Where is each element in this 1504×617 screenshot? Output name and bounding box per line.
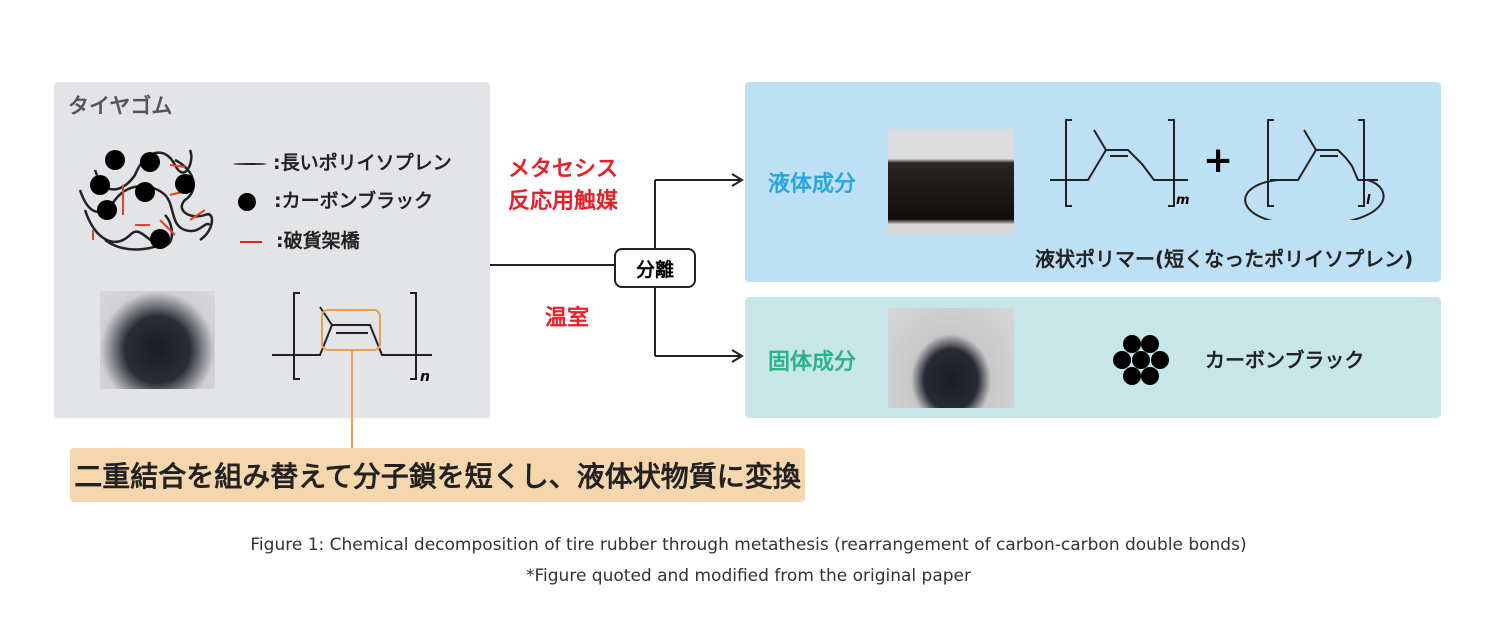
solid-title: 固体成分 [768,350,857,375]
liquid-polymer-structures: m + l [1050,119,1385,220]
subscript-m: m [1176,193,1190,208]
polyisoprene-structure: n [272,292,432,385]
wavy-line-icon [233,162,267,165]
red-line-icon [240,240,262,243]
legend-carbon-black: :カーボンブラック [238,186,433,213]
legend-crosslink: :破貨架橋 [240,226,360,253]
separation-box: 分離 [614,248,696,288]
carbon-black-label: カーボンブラック [1205,348,1365,372]
summary-banner: 二重結合を組み替えて分子鎖を短くし、液体状物質に変換 [70,448,805,502]
figure-note: *Figure quoted and modified from the ori… [526,566,971,586]
black-dot-icon [238,192,256,211]
liquid-polymer-caption: 液状ポリマー(短くなったポリイソプレン) [1035,247,1414,271]
tire-rubber-title: タイヤゴム [68,94,173,118]
liquid-title: 液体成分 [768,172,857,197]
legend-polyisoprene: :長いポリイソプレン [233,148,452,175]
catalyst-label: メタセシス 反応用触媒 [508,157,619,214]
tire-rubber-photo [100,291,215,389]
liquid-photo [888,129,1014,235]
condition-label: 温室 [545,306,590,331]
rubber-network-illustration [78,149,214,251]
plus-sign: + [1203,140,1233,181]
figure-caption: Figure 1: Chemical decomposition of tire… [250,535,1247,555]
liquid-component-panel [745,82,1441,282]
subscript-l: l [1366,193,1371,208]
callout-line [351,350,353,448]
carbon-black-cluster-icon [1113,335,1169,385]
subscript-n: n [420,369,430,385]
solid-photo [888,308,1014,408]
solid-component-panel [745,297,1441,418]
